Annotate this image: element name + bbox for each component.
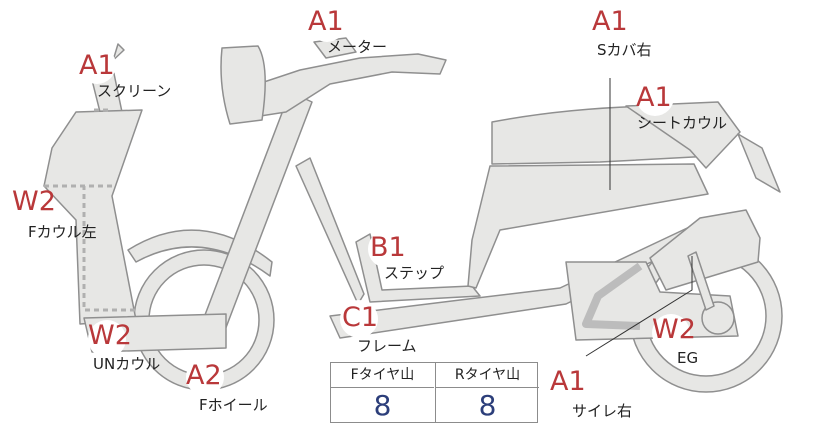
seat-cowl-grade: A1 bbox=[636, 82, 672, 113]
frame-label: フレーム bbox=[357, 337, 417, 355]
engine-case bbox=[565, 261, 739, 341]
meter-grade: A1 bbox=[308, 6, 344, 37]
handlebar bbox=[239, 53, 447, 119]
cowl-damage-marker bbox=[44, 184, 136, 312]
frame-tube bbox=[295, 157, 365, 305]
f-cowl-left-label: Fカウル左 bbox=[28, 223, 97, 241]
muffler-right-label: サイレ右 bbox=[572, 402, 633, 420]
engine-label: EG bbox=[677, 349, 699, 367]
engine-leader bbox=[585, 256, 693, 357]
tire-tread-table: Fタイヤ山 8 Rタイヤ山 8 bbox=[330, 362, 539, 423]
rear-tire-value: 8 bbox=[478, 389, 497, 422]
f-cowl-left-grade: W2 bbox=[12, 186, 56, 217]
screen-label: スクリーン bbox=[97, 82, 172, 100]
f-wheel-label: Fホイール bbox=[199, 396, 268, 414]
muffler-right-grade: A1 bbox=[550, 366, 586, 397]
headlight bbox=[220, 45, 266, 125]
front-tire-value: 8 bbox=[373, 389, 392, 422]
un-cowl-label: UNカウル bbox=[93, 355, 161, 373]
un-cowl-grade: W2 bbox=[88, 320, 132, 351]
step-label: ステップ bbox=[384, 264, 445, 282]
seat-cowl bbox=[625, 101, 741, 169]
engine-grade: W2 bbox=[652, 314, 696, 345]
s-cover-right-grade: A1 bbox=[592, 6, 628, 37]
rear-tire-column: Rタイヤ山 8 bbox=[435, 363, 539, 422]
frame-grade: C1 bbox=[342, 302, 379, 333]
f-wheel-grade: A2 bbox=[186, 360, 222, 391]
tail bbox=[737, 133, 781, 193]
meter-label: メーター bbox=[327, 38, 388, 56]
rear-hub bbox=[701, 301, 735, 335]
s-cover-right-label: Sカバ右 bbox=[597, 41, 652, 59]
engine-block bbox=[649, 209, 761, 291]
screen-grade: A1 bbox=[79, 50, 115, 81]
exhaust-pipe bbox=[582, 262, 643, 330]
side-cover bbox=[467, 163, 709, 289]
front-cowl bbox=[43, 109, 143, 325]
rear-shock bbox=[687, 251, 715, 311]
rear-tire-header: Rタイヤ山 bbox=[436, 363, 539, 388]
step-grade: B1 bbox=[370, 232, 406, 263]
front-tire-header: Fタイヤ山 bbox=[331, 363, 434, 388]
front-tire-column: Fタイヤ山 8 bbox=[331, 363, 434, 422]
seat-cowl-label: シートカウル bbox=[637, 114, 728, 132]
